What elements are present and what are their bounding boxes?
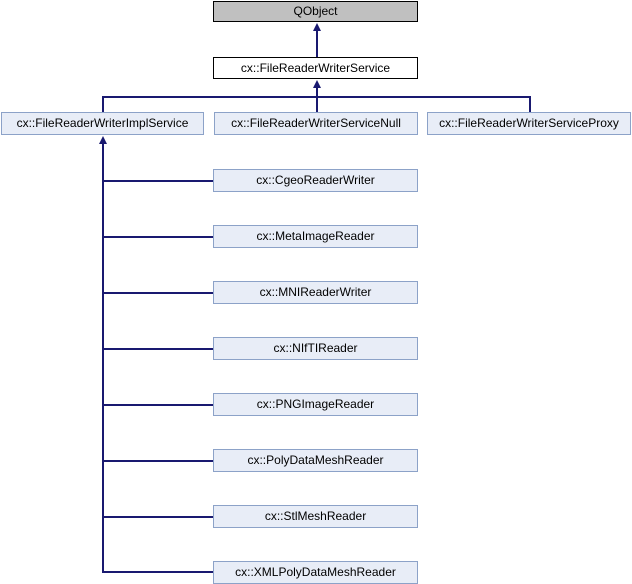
edge-branch-mni xyxy=(103,292,213,294)
class-node-qobject: QObject xyxy=(213,1,418,22)
edge-proxy-stub xyxy=(529,98,531,112)
class-node-xmlpolydatameshreader[interactable]: cx::XMLPolyDataMeshReader xyxy=(213,561,418,584)
edge-branch-polydata xyxy=(103,460,213,462)
class-node-filereaderwriterserviceproxy[interactable]: cx::FileReaderWriterServiceProxy xyxy=(427,112,631,135)
class-node-filereaderwriterservice: cx::FileReaderWriterService xyxy=(213,57,418,79)
edge-service-to-qobject xyxy=(316,30,318,57)
inheritance-arrow-icon xyxy=(313,23,321,31)
class-node-filereaderwriterimplservice[interactable]: cx::FileReaderWriterImplService xyxy=(1,112,204,135)
edge-branch-cgeo xyxy=(103,180,213,182)
edge-branch-xmlpolydata xyxy=(103,571,213,573)
class-node-stlmeshreader[interactable]: cx::StlMeshReader xyxy=(213,505,418,528)
class-node-pngimagereader[interactable]: cx::PNGImageReader xyxy=(213,393,418,416)
class-node-polydatameshreader[interactable]: cx::PolyDataMeshReader xyxy=(213,449,418,472)
edge-branch-png xyxy=(103,404,213,406)
inheritance-arrow-icon xyxy=(99,136,107,144)
edge-null-to-service xyxy=(316,88,318,112)
class-node-filereaderwriterservicenull[interactable]: cx::FileReaderWriterServiceNull xyxy=(214,112,418,135)
edge-impl-stub xyxy=(102,98,104,112)
class-node-cgeoreaderwriter[interactable]: cx::CgeoReaderWriter xyxy=(213,169,418,192)
edge-branch-metaimage xyxy=(103,236,213,238)
edge-subclasses-connector xyxy=(102,96,531,98)
edge-readers-trunk xyxy=(102,144,104,573)
class-node-metaimagereader[interactable]: cx::MetaImageReader xyxy=(213,225,418,248)
edge-branch-stl xyxy=(103,516,213,518)
edge-branch-nifti xyxy=(103,348,213,350)
inheritance-arrow-icon xyxy=(313,80,321,88)
class-node-niftireader[interactable]: cx::NIfTIReader xyxy=(213,337,418,360)
class-node-mnireaderwriter[interactable]: cx::MNIReaderWriter xyxy=(213,281,418,304)
